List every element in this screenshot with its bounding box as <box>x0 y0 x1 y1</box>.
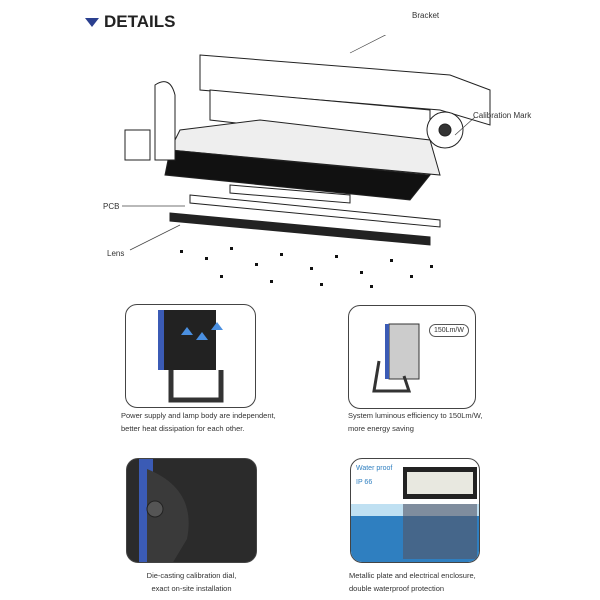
caption-line: Power supply and lamp body are independe… <box>121 411 276 420</box>
efficiency-lamp-image <box>372 323 420 393</box>
efficiency-badge: 150Lm/W <box>429 324 469 337</box>
caption-efficiency: System luminous efficiency to 150Lm/W, m… <box>348 409 483 435</box>
caption-waterproof: Metallic plate and electrical enclosure,… <box>349 569 476 595</box>
label-bracket: Bracket <box>412 11 440 20</box>
feature-card-efficiency: 150Lm/W <box>348 305 476 409</box>
feature-card-heat <box>125 304 256 408</box>
ip-rating-label: IP 66 <box>356 479 373 486</box>
caption-line: double waterproof protection <box>349 584 445 593</box>
caption-line: more energy saving <box>348 424 414 433</box>
section-title-text: DETAILS <box>104 12 176 31</box>
heat-dissipation-image <box>158 310 224 403</box>
exploded-diagram <box>122 35 491 288</box>
label-lens: Lens <box>107 249 125 258</box>
feature-card-waterproof: Water proof IP 66 <box>350 458 480 563</box>
lens-shape <box>169 212 431 246</box>
caption-line: Metallic plate and electrical enclosure, <box>349 571 476 580</box>
label-pcb: PCB <box>103 202 120 211</box>
heatsink-shape <box>164 149 431 201</box>
caption-calibration: Die-casting calibration dial, exact on-s… <box>126 569 257 595</box>
calibration-dial-image <box>139 459 189 562</box>
label-calibration-mark: Calibration Mark <box>473 111 532 120</box>
section-title: DETAILS <box>85 12 175 32</box>
caption-heat: Power supply and lamp body are independe… <box>121 409 276 435</box>
caption-line: exact on-site installation <box>151 584 232 593</box>
triangle-down-icon <box>85 17 99 27</box>
waterproof-image <box>351 467 479 562</box>
bracket-shape <box>199 54 491 126</box>
feature-card-calibration <box>126 458 257 563</box>
caption-line: Die-casting calibration dial, <box>146 571 237 580</box>
caption-line: better heat dissipation for each other. <box>121 424 245 433</box>
caption-line: System luminous efficiency to 150Lm/W, <box>348 411 483 420</box>
waterproof-label: Water proof <box>356 465 393 472</box>
pcb-shape <box>189 194 441 228</box>
